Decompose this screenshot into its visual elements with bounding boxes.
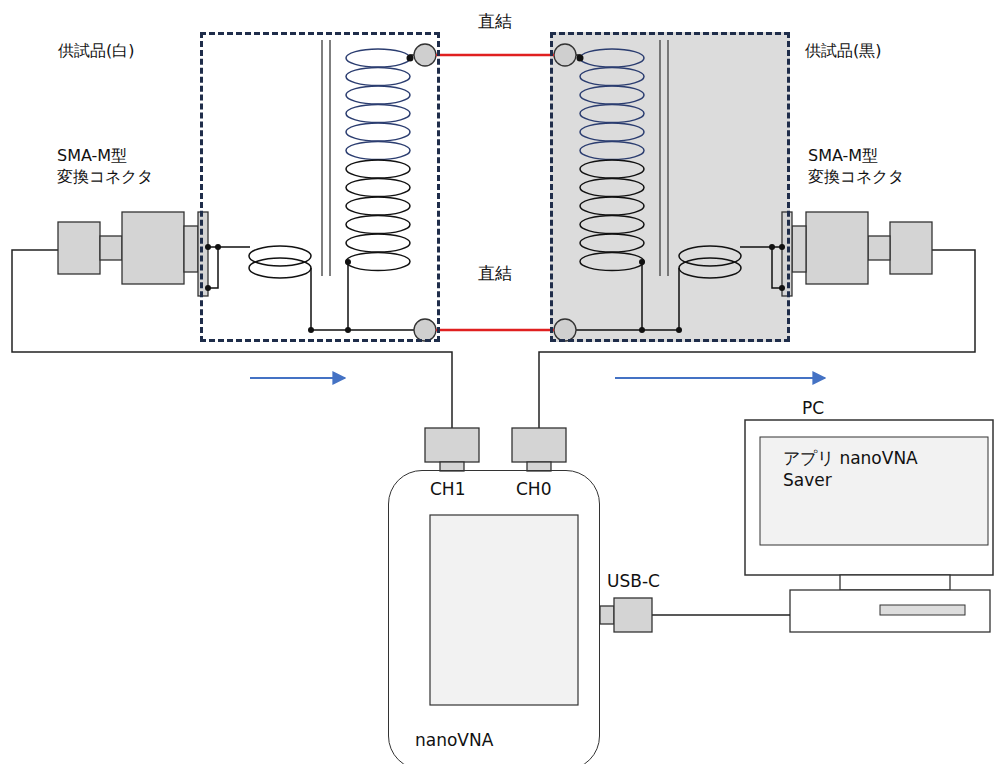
- port-name: CH0: [516, 478, 551, 500]
- gray-fill: [550, 32, 790, 342]
- black-piece: [554, 40, 932, 341]
- cable: [12, 250, 452, 470]
- monitor-screen: [760, 437, 988, 545]
- flow-arrow: [250, 377, 345, 379]
- node-title: PC: [802, 397, 824, 419]
- direct-link: [436, 329, 554, 332]
- link-label: 直結: [478, 262, 512, 284]
- drive-slot: [880, 605, 965, 615]
- node-title: 供試品(白): [58, 41, 134, 62]
- connector-label: SMA-M型 変換コネクタ: [808, 146, 907, 188]
- usb-plug: [614, 598, 652, 632]
- direct-link: [436, 54, 554, 57]
- monitor-stand: [840, 575, 950, 590]
- white-piece: [58, 40, 436, 341]
- node-title: nanoVNA: [415, 729, 493, 751]
- usb-wire: [745, 614, 790, 616]
- test-piece-box: 供試品(白): [200, 32, 440, 342]
- pc-unit: PC アプリ nanoVNA Saver: [745, 395, 993, 637]
- connector-label: SMA-M型 変換コネクタ: [57, 146, 156, 188]
- vna-device: nanoVNA: [388, 470, 600, 764]
- port-plug: [425, 428, 479, 462]
- device-screen: [430, 515, 578, 705]
- node-title: 供試品(黒): [805, 41, 881, 62]
- usb-plug: [600, 606, 614, 624]
- port-plug: [512, 428, 566, 462]
- monitor: [745, 420, 993, 575]
- link-label: 直結: [478, 10, 512, 32]
- pc-base: [790, 590, 990, 632]
- test-piece-box: 供試品(黒): [550, 32, 790, 342]
- flow-arrow: [615, 377, 825, 379]
- node-text: アプリ nanoVNA Saver: [783, 447, 919, 491]
- port-name: USB-C: [607, 570, 660, 592]
- port-name: CH1: [430, 478, 465, 500]
